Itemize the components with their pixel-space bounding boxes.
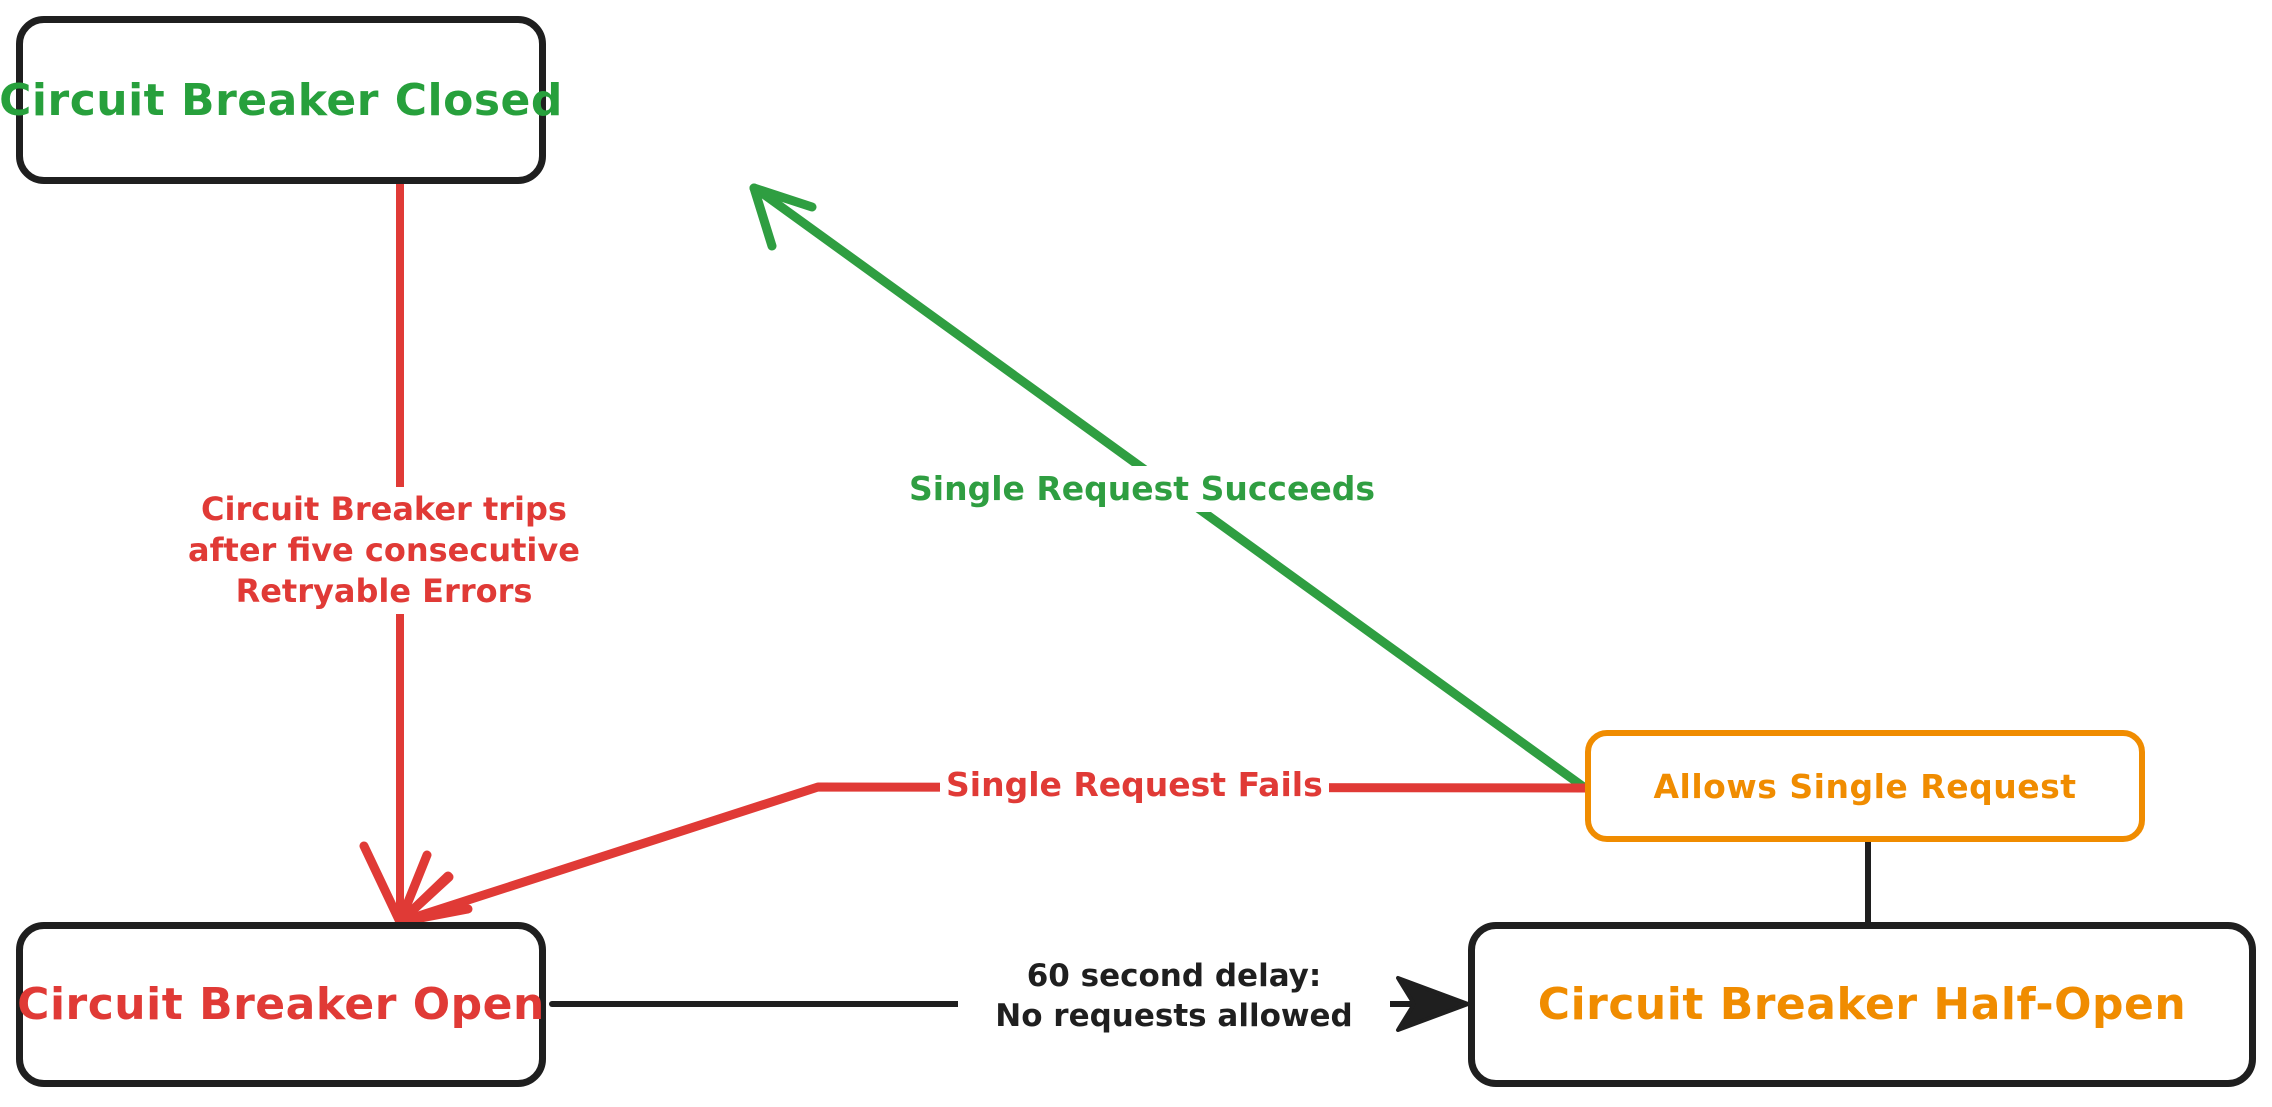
state-node-label-allows-single-request: Allows Single Request: [1653, 766, 2077, 806]
edge-label-60-second-delay: 60 second delay: No requests allowed: [958, 955, 1390, 1039]
state-node-label-open: Circuit Breaker Open: [17, 979, 545, 1030]
state-node-label-half-open: Circuit Breaker Half-Open: [1537, 979, 2187, 1030]
edge-label-single-request-succeeds: Single Request Succeeds: [903, 466, 1381, 513]
state-node-circuit-breaker-open[interactable]: Circuit Breaker Open: [16, 922, 546, 1087]
state-node-allows-single-request[interactable]: Allows Single Request: [1585, 730, 2145, 842]
state-node-label-closed: Circuit Breaker Closed: [0, 74, 563, 126]
state-node-circuit-breaker-closed[interactable]: Circuit Breaker Closed: [0, 16, 562, 184]
edge-label-circuit-breaker-trips: Circuit Breaker trips after five consecu…: [178, 487, 590, 614]
edge-label-single-request-fails: Single Request Fails: [940, 762, 1329, 809]
state-node-circuit-breaker-half-open[interactable]: Circuit Breaker Half-Open: [1468, 922, 2256, 1087]
